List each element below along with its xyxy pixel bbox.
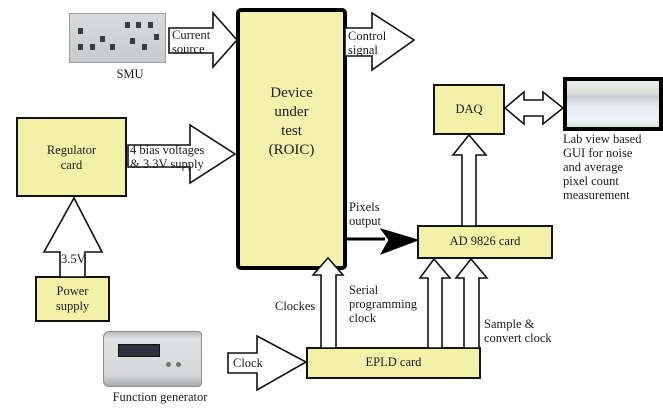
pixels-output-line2: output: [349, 214, 381, 228]
sample-convert-label: Sample & convert clock: [484, 317, 552, 345]
serial-programming-line1: Serial: [349, 283, 379, 297]
power-supply-label-line2: supply: [55, 299, 90, 313]
current-source-line1: Current: [172, 28, 211, 42]
sample-convert-line2: convert clock: [484, 331, 552, 345]
gui-caption-line: and average: [563, 160, 624, 174]
regulator-label-line1: Regulator: [46, 143, 97, 157]
supply-3v5-arrow: [42, 196, 104, 278]
daq-box: [433, 84, 505, 135]
epld-card-box: [306, 347, 481, 379]
dut-label-line2: under: [274, 104, 309, 120]
control-signal-line2: signal: [348, 43, 378, 57]
dut-label: Device under test (ROIC): [238, 84, 345, 160]
regulator-card-box: [16, 117, 127, 197]
gui-caption-line: measurement: [563, 188, 630, 202]
fg-display: [118, 344, 160, 357]
pixels-output-line1: Pixels: [349, 200, 380, 214]
clockes-arrow: [311, 256, 345, 349]
ad9826-card-box: [417, 225, 553, 259]
daq-label: DAQ: [455, 102, 483, 116]
bias-supply-label: 4 bias voltages & 3.3V supply: [130, 143, 204, 171]
control-signal-line1: Control: [348, 29, 387, 43]
clockes-label: Clockes: [275, 299, 316, 313]
daq-gui-double-arrow: [503, 90, 565, 126]
gui-caption: Lab view based GUI for noise and average…: [563, 132, 641, 202]
gui-caption-line: pixel count: [563, 174, 619, 188]
smu-label: SMU: [116, 67, 144, 81]
serial-programming-line2: programming: [349, 297, 418, 311]
serial-programming-label: Serial programming clock: [349, 283, 417, 325]
ad-to-daq-arrow: [451, 133, 488, 227]
function-generator-photo: [103, 331, 202, 387]
current-source-arrow: [168, 10, 239, 70]
ad9826-card-label: AD 9826 card: [449, 234, 521, 248]
epld-card-label: EPLD card: [365, 355, 422, 369]
sample-convert-line1: Sample &: [484, 317, 535, 331]
control-signal-arrow: [344, 11, 416, 72]
pixels-output-label: Pixels output: [349, 200, 381, 228]
regulator-card-label: Regulator card: [17, 143, 126, 173]
labview-gui-screenshot: [563, 77, 663, 131]
current-source-label: Current source: [172, 28, 210, 56]
power-supply-label: Power supply: [36, 284, 109, 314]
clock-arrow: [227, 334, 308, 392]
sample-clock-arrow-1: [418, 257, 452, 349]
bias-label-line2: & 3.3V supply: [130, 157, 204, 171]
control-signal-label: Control signal: [348, 29, 386, 57]
dut-label-line3: test: [281, 123, 302, 139]
power-supply-label-line1: Power: [56, 284, 89, 298]
pixels-output-arrowhead: [379, 228, 420, 255]
function-generator-label: Function generator: [112, 390, 208, 404]
gui-caption-line: GUI for noise: [563, 146, 633, 160]
bias-supply-arrow: [127, 123, 237, 185]
dut-label-line1: Device: [270, 85, 313, 101]
dut-label-line4: (ROIC): [268, 142, 315, 158]
sample-clock-arrow-2: [454, 257, 489, 349]
serial-programming-line3: clock: [349, 311, 377, 325]
bias-label-line1: 4 bias voltages: [130, 143, 205, 157]
gui-caption-line: Lab view based: [563, 132, 642, 146]
clock-label: Clock: [233, 356, 263, 370]
regulator-label-line2: card: [60, 158, 83, 172]
current-source-line2: source: [172, 42, 205, 56]
smu-instrument-photo: [69, 13, 166, 63]
supply-3v5-label: 3.5V: [61, 252, 86, 266]
dut-box: [236, 8, 347, 270]
